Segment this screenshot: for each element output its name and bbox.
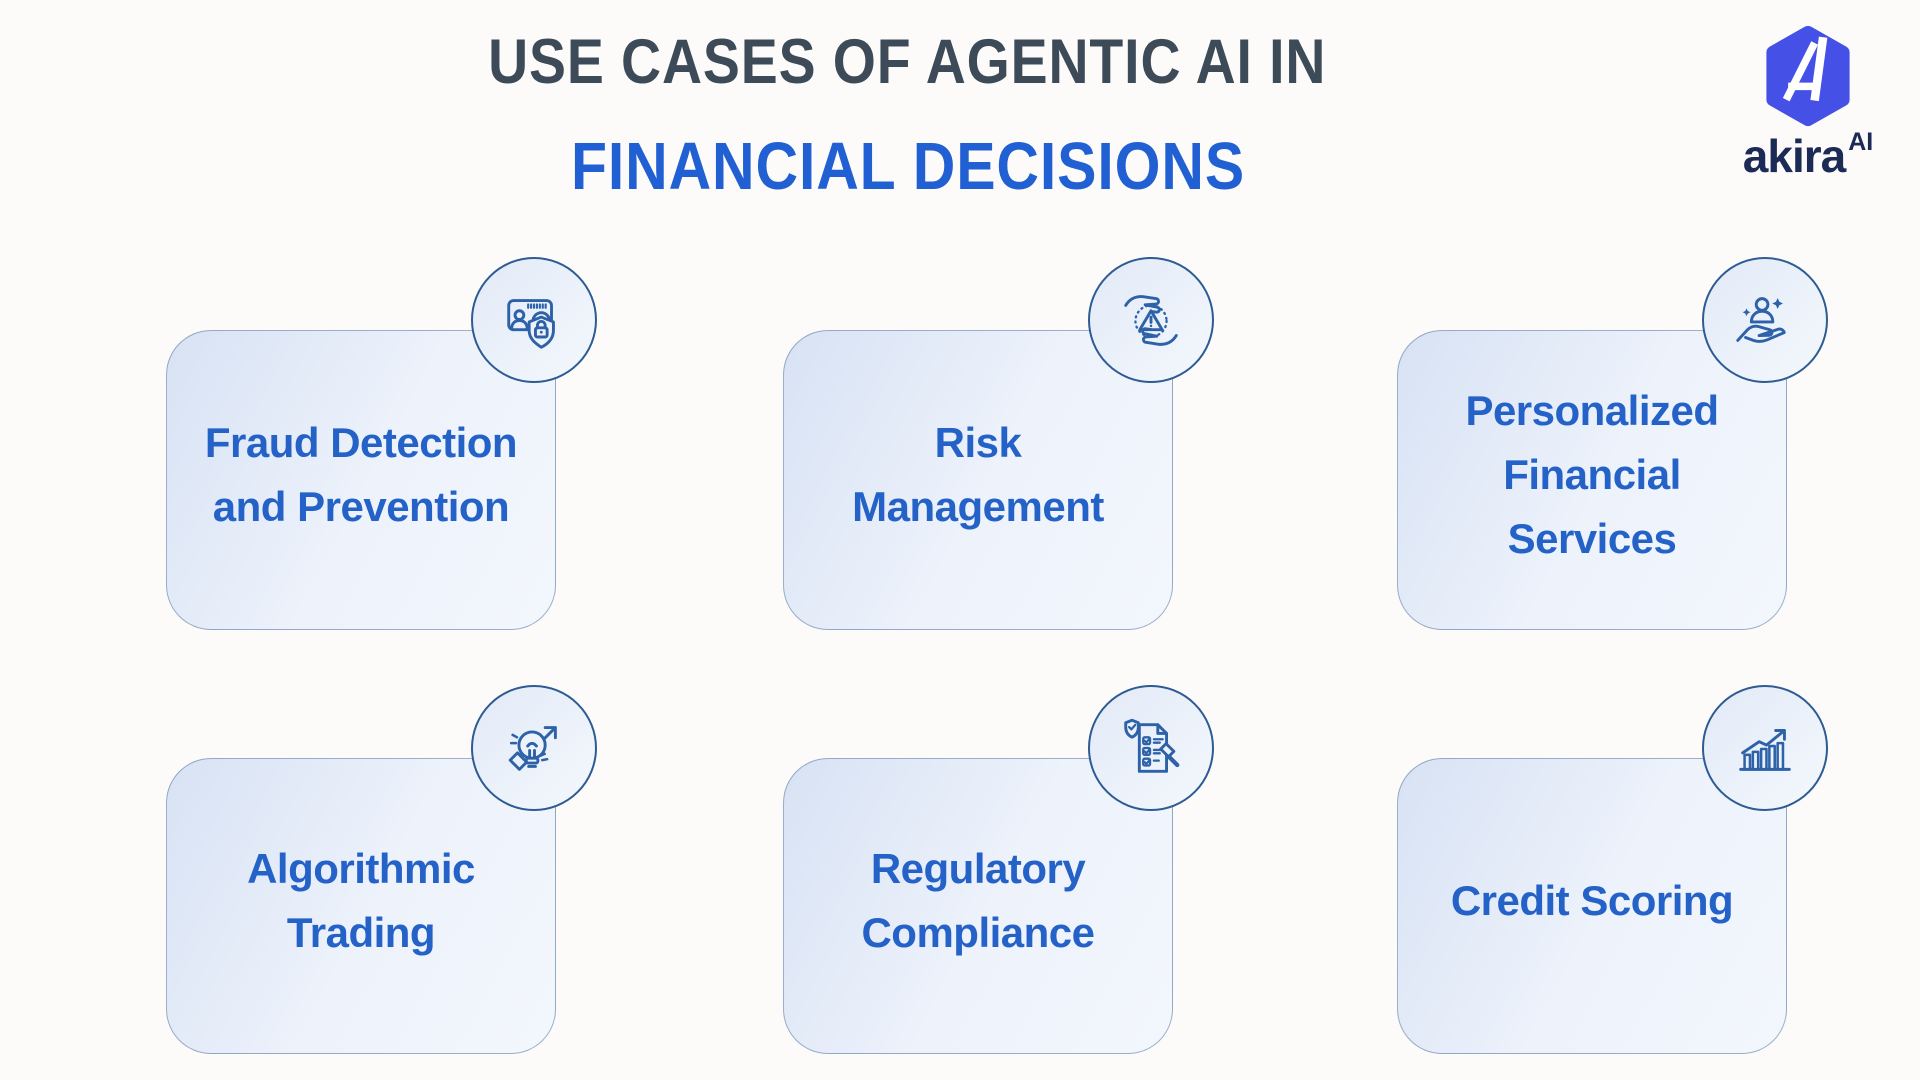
card-label-fraud-detection: Fraud Detection and Prevention — [204, 419, 518, 530]
credit-scoring-icon-circle — [1702, 685, 1828, 811]
card-label-algorithmic-trading: Algorithmic Trading — [247, 845, 475, 956]
risk-management-icon-circle — [1088, 257, 1214, 383]
card-personalized-financial-services: Personalized Financial Services — [1397, 257, 1828, 630]
checklist-gavel-shield-icon — [1124, 718, 1180, 773]
card-label-risk-management: Risk Management — [852, 419, 1104, 530]
fraud-detection-icon-circle — [471, 257, 597, 383]
card-label-personalized-financial-services: Personalized Financial Services — [1465, 387, 1719, 562]
card-label-regulatory-compliance: Regulatory Compliance — [861, 845, 1095, 956]
card-risk-management: Risk Management — [783, 257, 1214, 630]
regulatory-compliance-icon-circle — [1088, 685, 1214, 811]
akira-hexagon-logo-icon — [1766, 25, 1850, 127]
card-credit-scoring: Credit Scoring — [1397, 685, 1828, 1054]
lightbulb-growth-arrow-icon — [508, 726, 557, 771]
card-fraud-detection: Fraud Detection and Prevention — [166, 257, 597, 630]
algorithmic-trading-icon-circle — [471, 685, 597, 811]
id-card-shield-lock-icon — [507, 299, 555, 349]
hands-warning-triangle-icon — [1124, 295, 1178, 346]
bar-chart-rising-arrow-icon — [1739, 729, 1791, 771]
card-label-credit-scoring: Credit Scoring — [1450, 877, 1734, 925]
page-title-line2: FINANCIAL DECISIONS — [570, 129, 1245, 204]
page-title-line1: USE CASES OF AGENTIC AI IN — [488, 27, 1327, 97]
brand-suffix: AI — [1848, 128, 1874, 156]
card-regulatory-compliance: Regulatory Compliance — [783, 685, 1214, 1054]
card-algorithmic-trading: Algorithmic Trading — [166, 685, 597, 1054]
personalized-financial-services-icon-circle — [1702, 257, 1828, 383]
page-header: USE CASES OF AGENTIC AI IN FINANCIAL DEC… — [0, 26, 1815, 205]
hand-holding-person-icon — [1736, 297, 1786, 343]
